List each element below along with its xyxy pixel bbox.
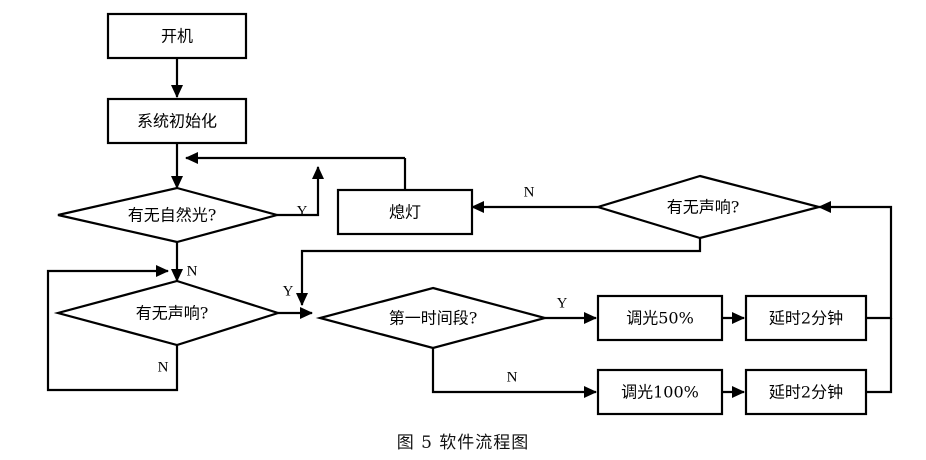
node-delay-top: 延时2分钟 [744,294,868,342]
node-daylight: 有无自然光? [57,186,282,244]
edge-label-soundleft-no: N [158,359,169,375]
node-lamp-off: 熄灯 [336,188,474,236]
node-init-box [106,97,248,145]
edge-label-soundright-no: N [524,184,535,200]
node-dim50-box [596,294,724,342]
node-sound-right-diamond [594,174,824,240]
node-sound-right-label: 有无声响? [667,198,740,217]
node-init: 系统初始化 [106,97,248,145]
edge-label-daylight-yes: Y [297,203,308,219]
edge-soundleft-no-loop [46,264,179,392]
node-start: 开机 [106,12,248,60]
node-sound-right: 有无声响? [594,174,824,240]
edge-label-soundleft-yes: Y [283,283,294,299]
node-dim50: 调光50% [596,294,724,342]
node-lamp-off-label: 熄灯 [389,203,421,222]
node-start-box [106,12,248,60]
node-delay-bottom-label: 延时2分钟 [769,383,843,402]
node-sound-left-diamond [53,279,282,347]
edge-delaybot-return [866,318,893,394]
edge-label-period1-yes: Y [557,295,568,311]
node-daylight-label: 有无自然光? [128,206,217,225]
edge-label-daylight-no: N [187,263,198,279]
node-delay-bottom-box [744,368,868,416]
node-dim100-box [596,368,724,416]
node-dim100-label: 调光100% [621,383,699,402]
node-sound-left: 有无声响? [53,279,282,347]
figure-caption: 图 5 软件流程图 [396,433,530,453]
node-period1-diamond [315,286,550,350]
node-delay-top-label: 延时2分钟 [769,309,843,328]
node-start-label: 开机 [161,27,193,46]
node-delay-bottom: 延时2分钟 [744,368,868,416]
node-lamp-off-box [336,188,474,236]
node-dim50-label: 调光50% [626,309,694,328]
node-delay-top-box [744,294,868,342]
node-sound-left-label: 有无声响? [136,304,209,323]
node-period1: 第一时间段? [315,286,550,350]
node-init-label: 系统初始化 [137,112,217,131]
node-daylight-diamond [57,186,282,244]
edge-label-period1-no: N [507,369,518,385]
node-period1-label: 第一时间段? [389,309,478,328]
node-dim100: 调光100% [596,368,724,416]
edge-soundright-yes [295,238,702,307]
edge-daylight-yes [277,165,325,217]
edge-delaytop-return [817,200,893,320]
edge-period1-no [431,348,598,399]
